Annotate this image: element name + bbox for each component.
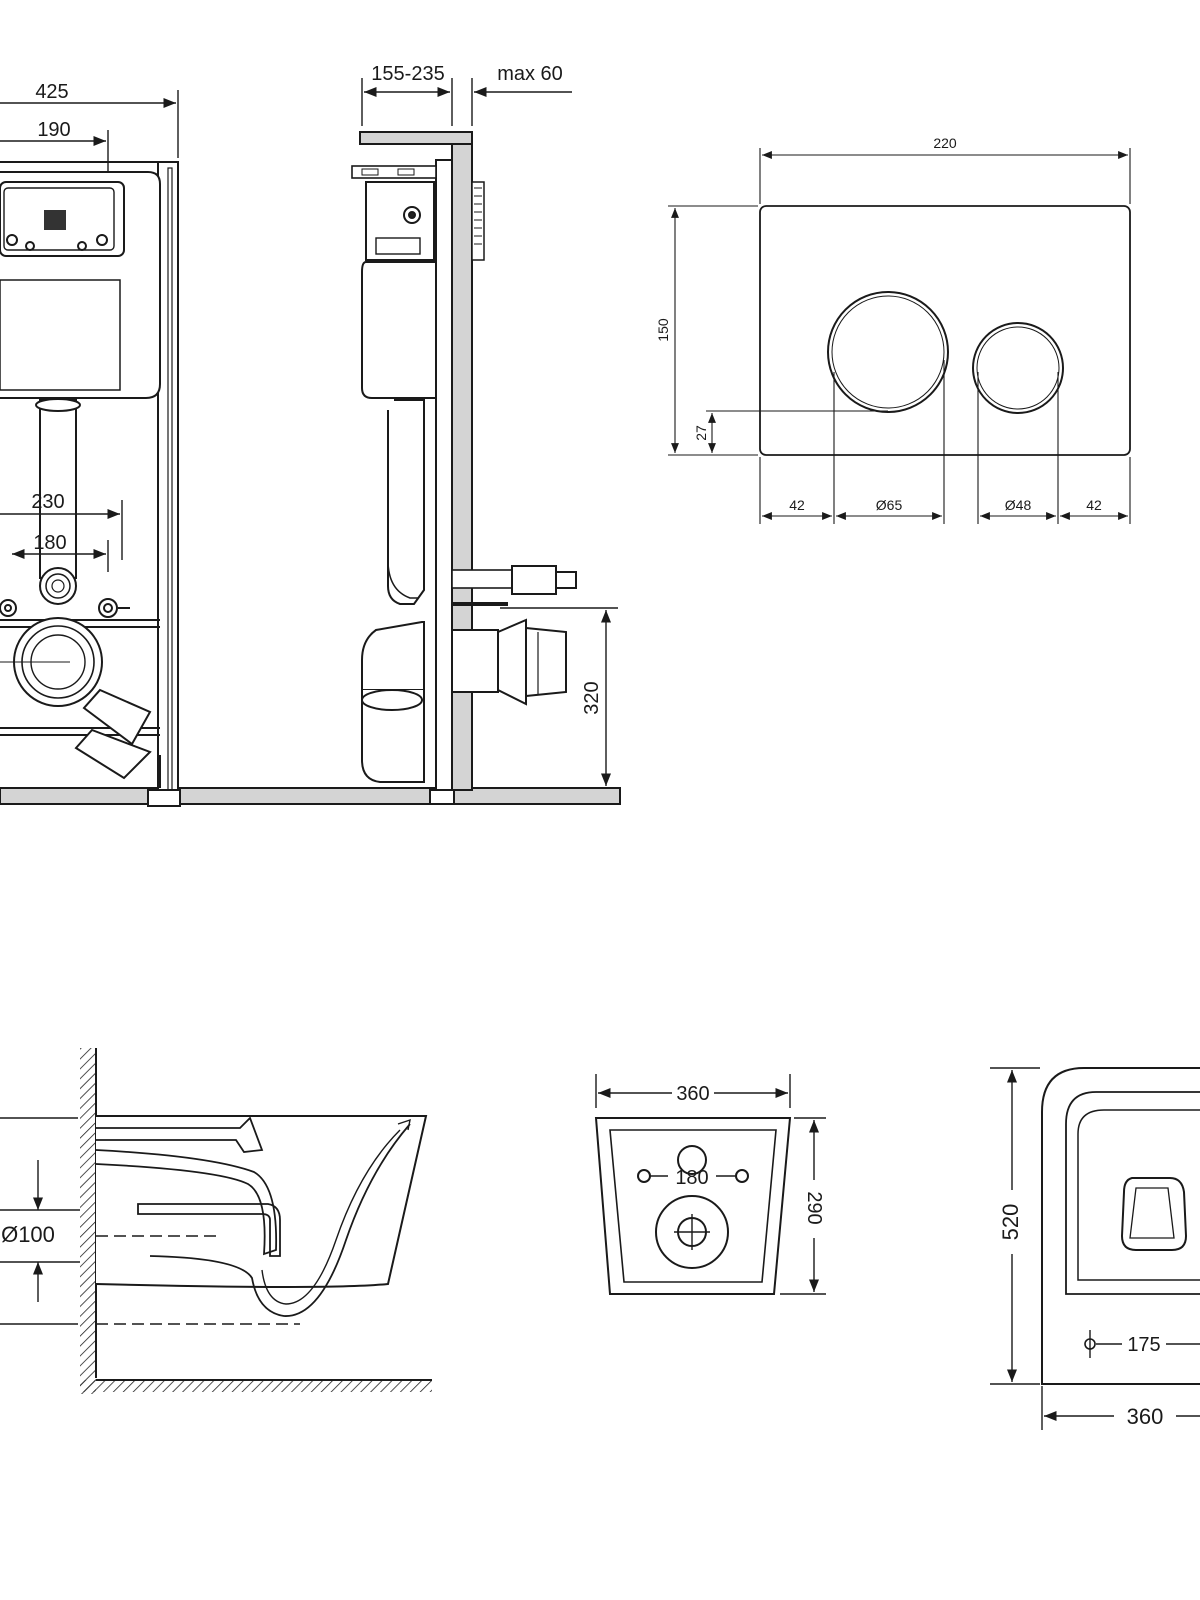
bowl-back-width-label: 360 [676, 1083, 709, 1105]
bowl-length-label: 520 [998, 1204, 1023, 1241]
mount-bolt [98, 598, 118, 618]
bowl-top-outline [1041, 1067, 1200, 1385]
flush-plate-dimensions [668, 148, 1131, 524]
bowl-side-dimensions [0, 1160, 80, 1302]
frame-width-label: 425 [35, 81, 68, 103]
pipe-span-label: 230 [31, 491, 64, 513]
bowl-top-width-label: 360 [1127, 1404, 1164, 1429]
frame-front-dimensions [0, 90, 179, 572]
flush-plate [759, 205, 1131, 456]
bowl-top-outlet [1120, 1177, 1188, 1251]
bolt-span-label: 180 [33, 532, 66, 554]
bowl-back-view [594, 1117, 792, 1295]
right-margin-label: 42 [1086, 497, 1102, 513]
dual-flush-small-button [972, 322, 1064, 414]
bowl-top-view [1041, 1067, 1200, 1385]
plate-height-label: 150 [655, 318, 671, 342]
left-margin-label: 42 [789, 497, 805, 513]
bowl-side-section [0, 1048, 432, 1394]
frame-front-view [0, 161, 621, 807]
wall-hatch [80, 1048, 96, 1394]
bowl-back-bolt-label: 180 [675, 1167, 708, 1189]
frame-post [435, 159, 453, 801]
floor-hatch [80, 1380, 432, 1392]
small-button-diameter-label: Ø48 [1005, 497, 1032, 513]
mount-bolt [0, 599, 17, 617]
bowl-top-bolt-label: 175 [1127, 1334, 1160, 1356]
frame-side-dimensions [361, 78, 618, 786]
floor-slab [0, 787, 621, 805]
bowl-top-dimensions [990, 1067, 1200, 1430]
max-depth-label: max 60 [497, 63, 563, 85]
frame-side-view [351, 131, 577, 805]
plate-width-label: 220 [933, 135, 957, 151]
outlet-diameter-label: Ø100 [1, 1222, 55, 1247]
dual-flush-large-button [827, 291, 949, 413]
outlet-height-label: 320 [581, 681, 603, 714]
bowl-back-height-label: 290 [803, 1191, 825, 1224]
bowl-back-dimensions [595, 1074, 826, 1295]
button-offset-label: 27 [693, 425, 709, 441]
large-button-diameter-label: Ø65 [876, 497, 903, 513]
bowl-back-outlet [655, 1195, 729, 1269]
bowl-back-outline [594, 1117, 792, 1295]
cistern-width-label: 190 [37, 119, 70, 141]
depth-range-label: 155-235 [371, 63, 444, 85]
wall-section [359, 131, 473, 145]
frame-foot [147, 789, 181, 807]
